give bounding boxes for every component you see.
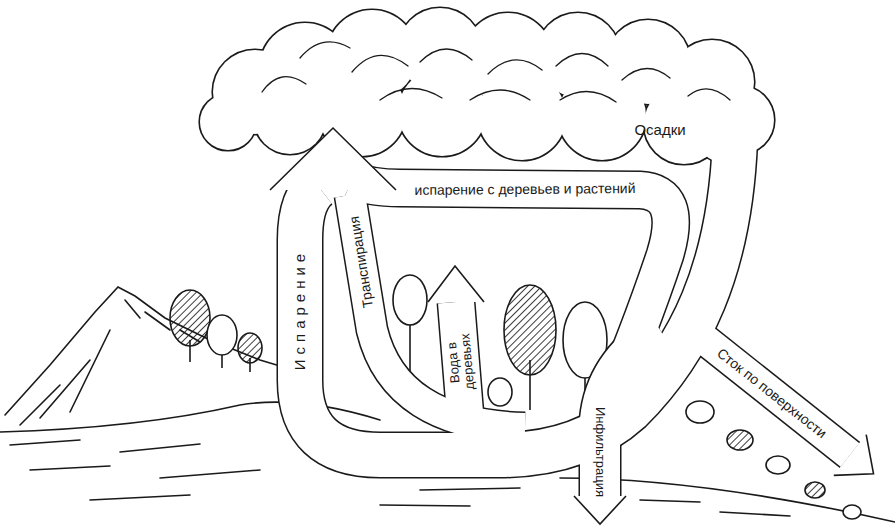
runoff-band-outline bbox=[680, 320, 850, 455]
arrowhead bbox=[574, 496, 626, 524]
tree-evaporation-band bbox=[352, 180, 671, 425]
cloud-curl bbox=[488, 60, 542, 74]
evaporation-label: Испарение bbox=[291, 249, 308, 375]
trees bbox=[170, 275, 861, 519]
bush bbox=[488, 378, 512, 406]
cloud bbox=[200, 8, 774, 164]
band-fills bbox=[300, 140, 850, 496]
precipitation-label: Осадки bbox=[634, 121, 685, 138]
runoff-band bbox=[680, 320, 850, 455]
infiltration-label: Инфильтрация bbox=[593, 407, 608, 497]
transpiration-band-outline bbox=[350, 195, 525, 428]
arrowhead bbox=[270, 128, 396, 190]
cloud-curl bbox=[470, 90, 530, 100]
terrain bbox=[0, 287, 895, 522]
cloud-outline bbox=[200, 8, 774, 164]
transpiration-label: Транспирация bbox=[346, 215, 376, 309]
cloud-curl bbox=[380, 88, 442, 100]
bush bbox=[727, 430, 753, 450]
runoff-label: Сток по поверхности bbox=[714, 345, 830, 442]
arrowhead bbox=[834, 435, 874, 476]
tree-crown bbox=[170, 290, 210, 346]
bush bbox=[766, 456, 790, 474]
tree-crown bbox=[238, 333, 262, 363]
bush bbox=[805, 482, 825, 498]
tree-crown bbox=[504, 285, 556, 375]
arrowheads bbox=[270, 128, 874, 524]
cloud-curl bbox=[688, 89, 730, 100]
cloud-curl bbox=[352, 55, 408, 72]
band-outlines bbox=[300, 140, 850, 496]
cloud-curl bbox=[622, 68, 670, 80]
arrowhead bbox=[428, 266, 484, 302]
cloud-curl bbox=[262, 77, 306, 92]
bush bbox=[686, 401, 714, 423]
cloud-curl bbox=[560, 91, 616, 102]
ground-hatch bbox=[10, 440, 260, 500]
transpiration-band bbox=[350, 195, 525, 428]
cloud-curl bbox=[420, 49, 472, 62]
cloud-curl bbox=[300, 42, 350, 58]
tree-evaporation-label: испарение с деревьев и растений bbox=[414, 180, 635, 198]
tree-crown bbox=[393, 275, 427, 325]
tree-crown bbox=[207, 315, 237, 355]
cloud-curl bbox=[556, 54, 608, 67]
bush bbox=[843, 505, 861, 519]
cloud-texture bbox=[262, 42, 730, 102]
tree-water-label: Вода в деревьях bbox=[443, 321, 478, 403]
